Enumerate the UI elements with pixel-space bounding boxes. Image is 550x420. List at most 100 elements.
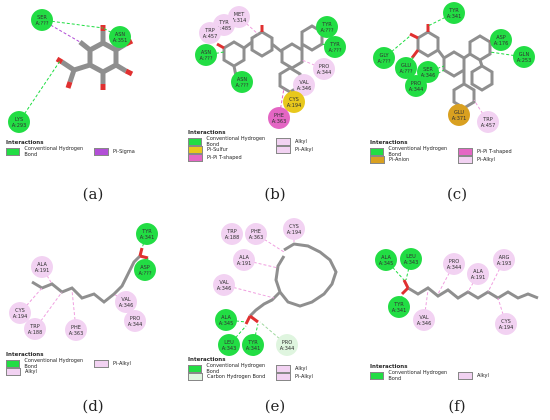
residue-label: A:363 (249, 235, 264, 241)
residue-disc (313, 58, 335, 80)
residue-label: TYR (448, 8, 459, 14)
residue-label: A:345 (219, 321, 234, 327)
residue-label: SER (37, 15, 47, 21)
residue-label: A:??? (139, 271, 152, 277)
legend-swatch (6, 360, 21, 368)
legend-label: Pi-Alkyl (477, 157, 495, 163)
residue-label: TRP (29, 324, 40, 330)
residue-label: TYR (247, 340, 258, 346)
residue-label: VAL (121, 297, 131, 303)
legend-label: Alkyl (477, 373, 489, 379)
residue-label: A:344 (317, 70, 332, 76)
residue-label: A:194 (13, 314, 28, 320)
panel-caption: (f) (448, 397, 466, 415)
legend-label: Alkyl (295, 366, 307, 372)
residue-layer: TYRA:341ASPA:176GLNA:253GLYA:???GLUA:???… (373, 2, 535, 133)
residue-label: A:176 (494, 41, 509, 47)
legend-row: Conventional Hydrogen Bond Pi-Alkyl (6, 358, 182, 370)
residue-disc (283, 91, 305, 113)
legend-swatch (94, 360, 109, 368)
residue-label: A:346 (421, 73, 436, 79)
residue-label: PRO (411, 81, 421, 87)
residue-label: A:341 (246, 346, 261, 352)
residue-label: A:??? (378, 59, 391, 65)
residue-disc (218, 334, 240, 356)
residue-label: A:346 (297, 86, 312, 92)
residue-label: CYS (501, 319, 511, 325)
residue-label: A:194 (499, 325, 514, 331)
legend-entry: Conventional Hydrogen Bond (188, 363, 276, 375)
residue-label: TYR (329, 42, 340, 48)
legend-entry: Alkyl (276, 138, 364, 146)
legend-entry: Conventional Hydrogen Bond (6, 146, 94, 158)
legend-label: Conventional Hydrogen Bond (24, 146, 84, 158)
legend-swatch (188, 365, 203, 373)
residue-label: A:??? (236, 83, 249, 89)
residue-label: PRO (130, 316, 140, 322)
residue-disc (65, 319, 87, 341)
residue-label: PRO (282, 340, 292, 346)
legend-entry: Conventional Hydrogen Bond (370, 370, 458, 382)
ligand-structure (244, 242, 338, 325)
legend-entry: Pi-Alkyl (276, 146, 364, 154)
residue-label: A:346 (417, 321, 432, 327)
residue-label: A:193 (497, 261, 512, 267)
legend-label: Pi-Anion (389, 157, 410, 163)
residue-label: TYR (141, 229, 152, 235)
residue-label: GLU (401, 63, 411, 69)
legend-entry: Conventional Hydrogen Bond (6, 358, 94, 370)
legend-label: Alkyl (295, 139, 307, 145)
legend-label: Pi-Sigma (113, 149, 135, 155)
legend-entry: Pi-Alkyl (94, 360, 182, 368)
residue-label: A:??? (329, 48, 342, 54)
residue-disc (109, 26, 131, 48)
residue-label: TRP (226, 229, 237, 235)
residue-label: A:371 (452, 116, 467, 122)
legend-entry: Pi-Sulfur (188, 146, 276, 154)
legend-swatch (188, 146, 203, 154)
residue-label: A:253 (517, 58, 532, 64)
residue-label: ASN (115, 32, 126, 38)
legend-entry: Pi-Sigma (94, 148, 182, 156)
legend-label: Conventional Hydrogen Bond (24, 358, 84, 370)
residue-label: A:343 (404, 260, 419, 266)
residue-label: A:??? (321, 28, 334, 34)
legend-title: Interactions (6, 140, 44, 146)
legend-title: Interactions (6, 352, 44, 358)
residue-label: A:??? (400, 69, 413, 75)
residue-label: A:363 (272, 119, 287, 125)
residue-disc (490, 29, 512, 51)
residue-label: PHE (71, 325, 81, 331)
legend-label: Carbon Hydrogen Bond (207, 374, 266, 380)
residue-label: MET (234, 12, 245, 18)
residue-disc (231, 71, 253, 93)
legend-title: Interactions (188, 130, 226, 136)
residue-disc (199, 22, 221, 44)
residue-label: LEU (406, 254, 416, 260)
residue-disc (245, 223, 267, 245)
residue-label: A:485 (217, 26, 232, 32)
